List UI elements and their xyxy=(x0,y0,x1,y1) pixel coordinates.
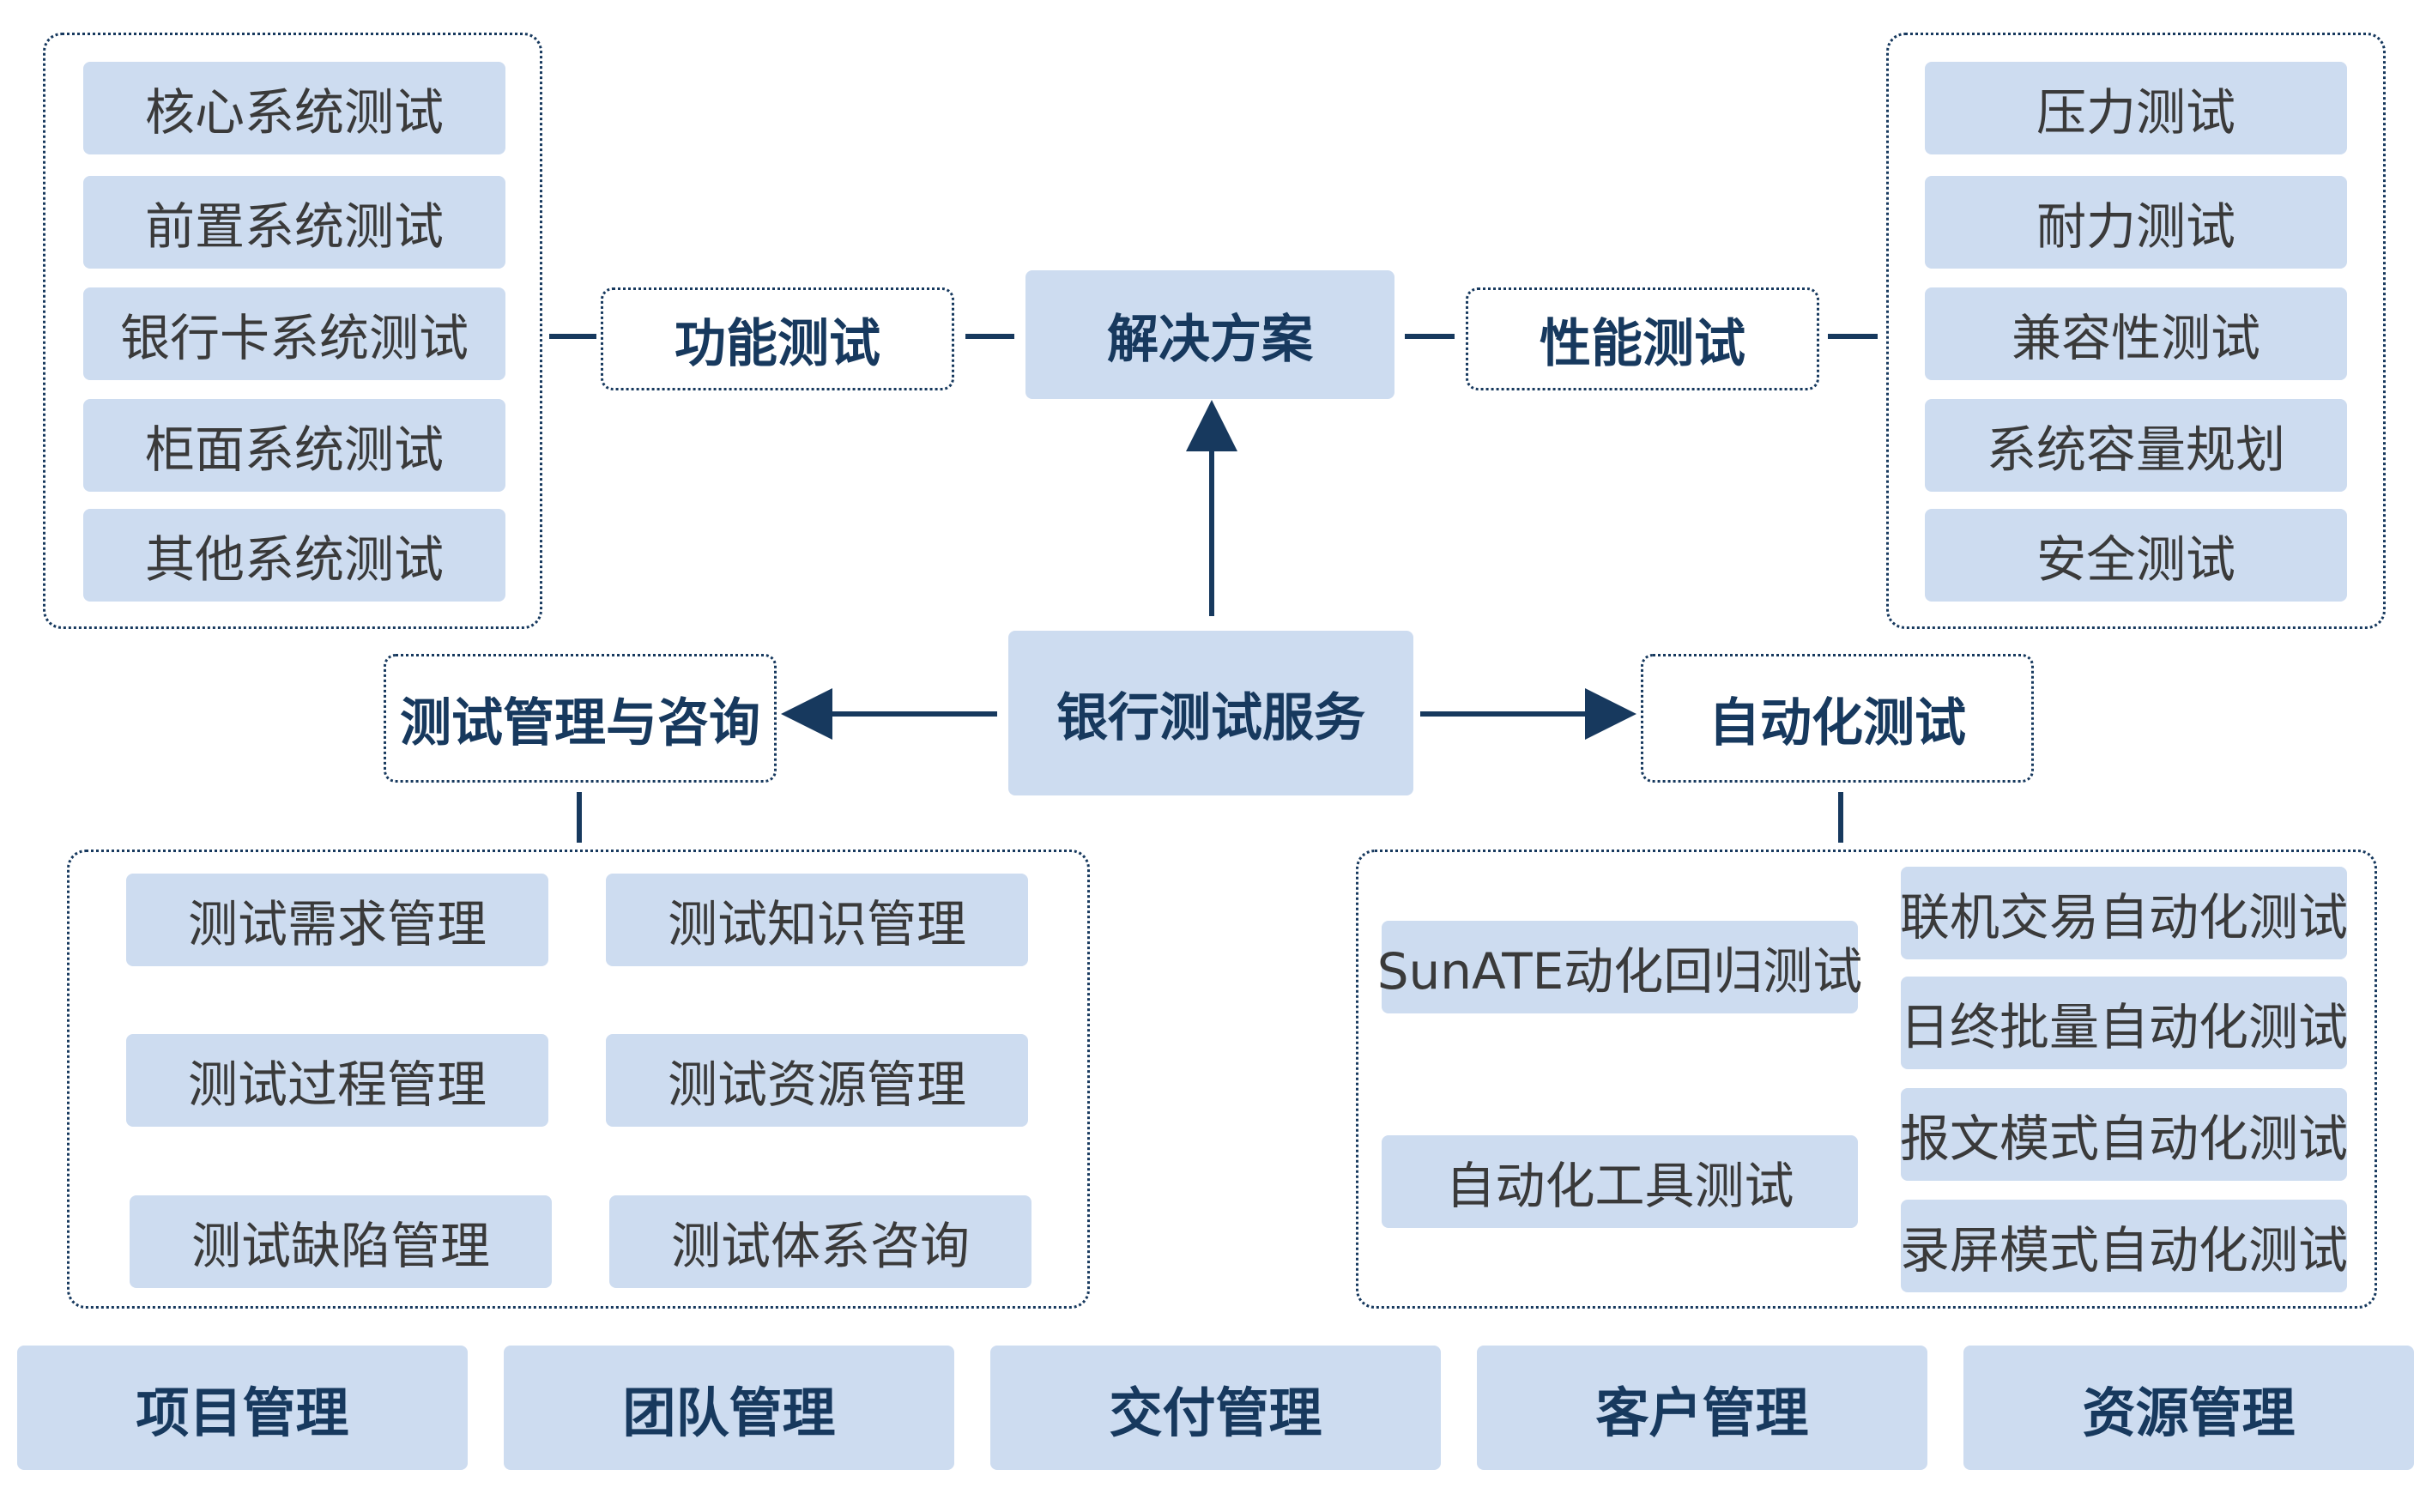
bottom-bar-item: 团队管理 xyxy=(504,1346,954,1470)
performance-item: 安全测试 xyxy=(1925,509,2347,602)
automation-left-item: 自动化工具测试 xyxy=(1382,1135,1858,1228)
management-item: 测试资源管理 xyxy=(606,1034,1028,1127)
automation-right-item: 录屏模式自动化测试 xyxy=(1900,1200,2348,1292)
functional-item: 核心系统测试 xyxy=(83,62,505,154)
functional-test-label: 功能测试 xyxy=(601,287,954,390)
functional-item: 银行卡系统测试 xyxy=(83,287,505,380)
management-item: 测试体系咨询 xyxy=(609,1195,1031,1288)
functional-item: 柜面系统测试 xyxy=(83,399,505,492)
performance-item: 兼容性测试 xyxy=(1925,287,2347,380)
management-item: 测试需求管理 xyxy=(126,874,548,966)
automation-group xyxy=(1356,850,2377,1309)
performance-item: 系统容量规划 xyxy=(1925,399,2347,492)
performance-test-label: 性能测试 xyxy=(1466,287,1819,390)
solution-box: 解决方案 xyxy=(1025,270,1394,399)
functional-item: 前置系统测试 xyxy=(83,176,505,269)
management-item: 测试过程管理 xyxy=(126,1034,548,1127)
bank-testing-service-box: 银行测试服务 xyxy=(1008,631,1413,795)
performance-group xyxy=(1886,33,2386,629)
bottom-bar-item: 项目管理 xyxy=(17,1346,468,1470)
bottom-bar-item: 交付管理 xyxy=(990,1346,1441,1470)
functional-group xyxy=(43,33,542,629)
functional-item: 其他系统测试 xyxy=(83,509,505,602)
management-group xyxy=(67,850,1090,1309)
management-item: 测试知识管理 xyxy=(606,874,1028,966)
automation-test-label: 自动化测试 xyxy=(1641,654,2034,783)
performance-item: 压力测试 xyxy=(1925,62,2347,154)
automation-right-item: 报文模式自动化测试 xyxy=(1900,1088,2348,1181)
automation-left-item: SunATE动化回归测试 xyxy=(1377,921,1862,1013)
bottom-bar-item: 资源管理 xyxy=(1963,1346,2414,1470)
management-consulting-label: 测试管理与咨询 xyxy=(384,654,777,783)
performance-item: 耐力测试 xyxy=(1925,176,2347,269)
automation-right-item: 日终批量自动化测试 xyxy=(1900,977,2348,1069)
automation-right-item: 联机交易自动化测试 xyxy=(1900,867,2348,959)
bottom-bar-item: 客户管理 xyxy=(1477,1346,1927,1470)
management-item: 测试缺陷管理 xyxy=(130,1195,552,1288)
